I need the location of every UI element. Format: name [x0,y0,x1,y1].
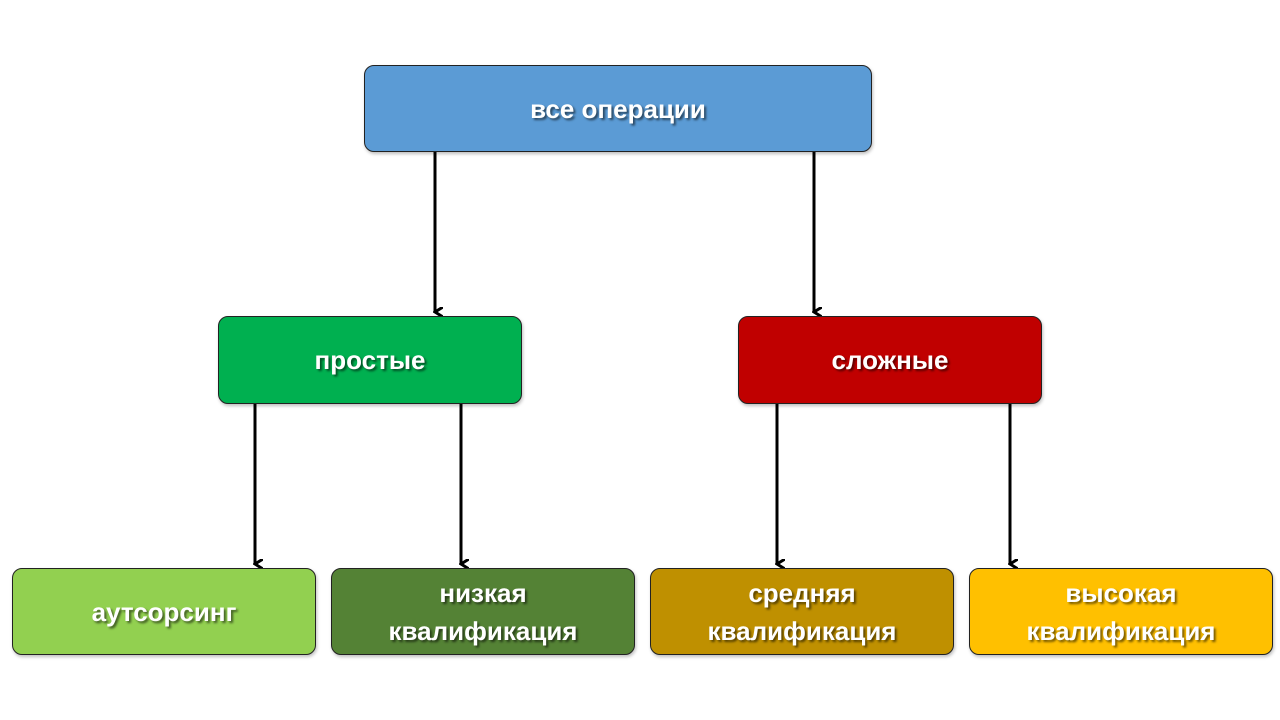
node-label: все операции [530,93,706,124]
node-label: простые [314,345,426,375]
node-label: аутсорсинг [91,596,237,627]
node-high-qualification: высокая квалификация [969,568,1273,655]
node-all-operations: все операции [364,65,872,152]
node-medium-qualification: средняя квалификация [650,568,954,655]
node-label: средняя квалификация [707,577,897,646]
node-label: высокая квалификация [1026,577,1216,646]
node-complex: сложные [738,316,1042,404]
node-outsourcing: аутсорсинг [12,568,316,655]
node-simple: простые [218,316,522,404]
node-label: низкая квалификация [388,577,578,646]
node-low-qualification: низкая квалификация [331,568,635,655]
node-label: сложные [831,345,949,375]
